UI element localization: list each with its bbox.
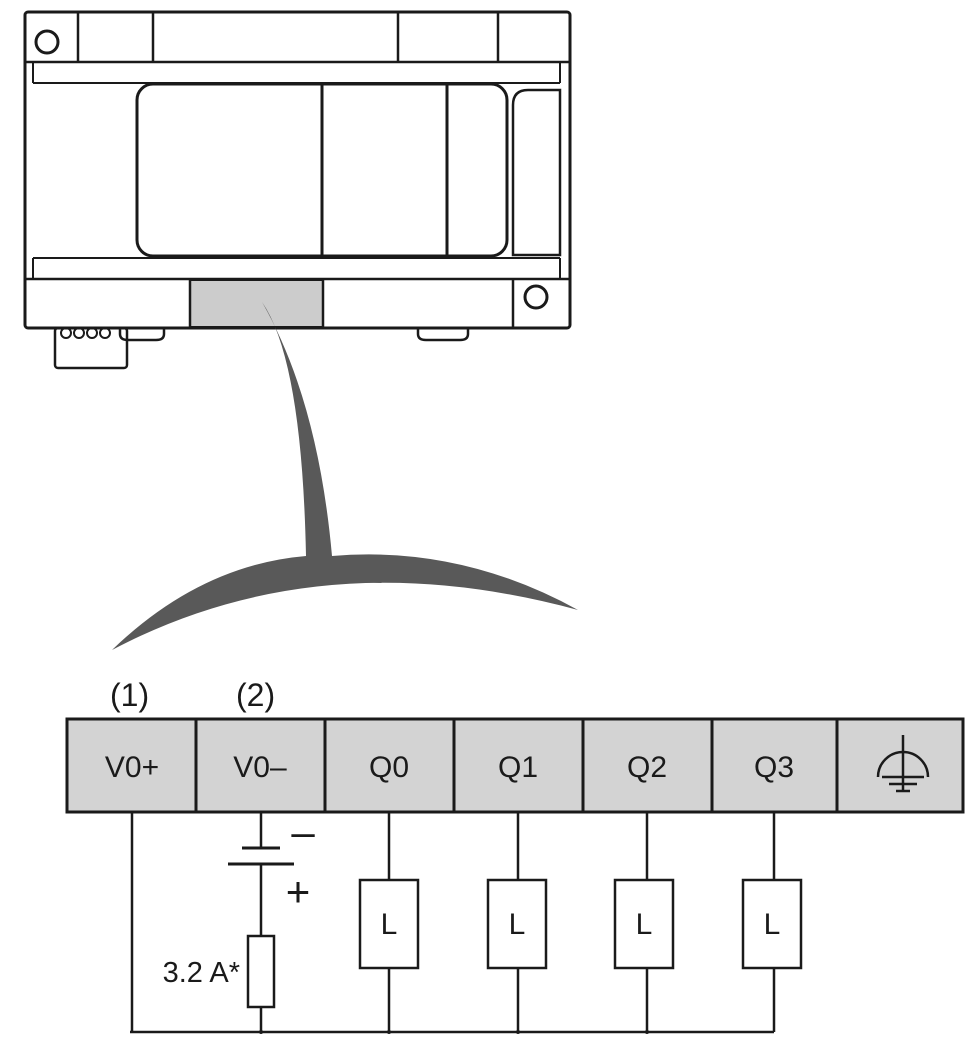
load-label: L [636, 908, 653, 941]
side-cover [511, 88, 562, 257]
battery-plus-label: + [286, 868, 311, 915]
junction-dots [259, 1030, 649, 1034]
terminal-v0-plus: V0+ [105, 751, 159, 784]
terminal-q3: Q3 [754, 751, 794, 784]
din-clip [118, 328, 166, 342]
load-label: L [509, 908, 526, 941]
fuse-symbol [246, 934, 276, 1009]
load-q1: L [486, 878, 548, 970]
din-clip [416, 328, 470, 342]
battery-minus-label: – [291, 808, 315, 855]
callout-2: (2) [236, 677, 275, 713]
load-label: L [381, 908, 398, 941]
callout-1: (1) [110, 677, 149, 713]
wiring [130, 812, 776, 1034]
mounting-hole [523, 284, 549, 310]
terminal-block: V0+ V0– Q0 Q1 Q2 Q3 [65, 717, 965, 814]
bottom-connector [53, 326, 129, 370]
battery-symbol [228, 846, 294, 866]
load-label: L [764, 908, 781, 941]
controller-module [23, 10, 572, 370]
highlighted-terminal-area [189, 279, 324, 328]
terminal-q0: Q0 [369, 751, 409, 784]
fuse-rating-label: 3.2 A* [163, 957, 240, 989]
protective-earth-icon [876, 735, 930, 793]
terminal-v0-minus: V0– [233, 751, 287, 784]
load-q0: L [358, 878, 420, 970]
load-q3: L [741, 878, 803, 970]
connector-callout [112, 302, 578, 650]
terminal-q1: Q1 [498, 751, 538, 784]
load-q2: L [613, 878, 675, 970]
terminal-q2: Q2 [627, 751, 667, 784]
mounting-hole [34, 29, 60, 55]
